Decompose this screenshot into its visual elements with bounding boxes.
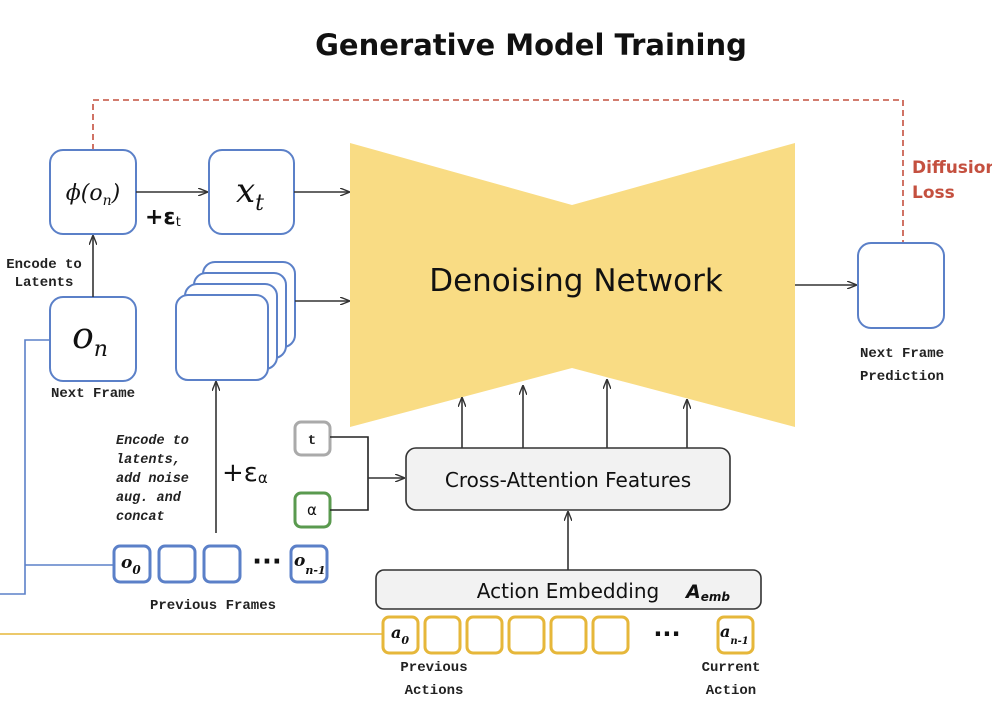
previous-actions-label-1: Previous (400, 660, 467, 676)
eps-alpha-label: +εα (222, 458, 268, 488)
current-action-box (716, 615, 755, 655)
cross-to-network-arrows (462, 380, 687, 448)
prediction-label-1: Next Frame (860, 346, 944, 362)
svg-text:add noise: add noise (116, 472, 189, 487)
on-label: on (72, 316, 108, 362)
previous-actions (381, 615, 755, 655)
svg-text:concat: concat (116, 510, 165, 525)
xt-label: xt (236, 171, 264, 216)
cross-attention-box (405, 447, 731, 511)
action-first-label: a0 (391, 623, 409, 647)
diffusion-loss-line (92, 99, 904, 243)
encode-label-2: Latents (15, 275, 74, 291)
timestep-box (293, 420, 332, 457)
frames-ellipsis: ··· (252, 547, 282, 577)
diagram-title: Generative Model Training (315, 28, 747, 62)
timestep-label: t (308, 433, 316, 449)
svg-text:aug. and: aug. and (116, 491, 182, 506)
aemb-label: Aemb (684, 581, 730, 604)
action-embedding-box (375, 569, 762, 610)
next-frame-label: Next Frame (51, 386, 135, 402)
eps-t-label: +εt (145, 205, 181, 230)
current-action-label-2: Action (706, 683, 756, 699)
previous-frames (112, 544, 329, 584)
encode-label-1: Encode to (6, 257, 82, 273)
conditioning-connector (330, 436, 369, 511)
actions-ellipsis: ··· (653, 620, 680, 648)
frame-first-label: o0 (121, 553, 141, 577)
prediction-box (857, 242, 945, 329)
latent-label: ϕ(on) (66, 181, 120, 209)
action-embedding-label: Action Embedding (477, 579, 659, 603)
previous-actions-label-2: Actions (405, 683, 464, 699)
network-label: Denoising Network (429, 263, 723, 299)
frame-last-label: on-1 (294, 551, 326, 577)
previous-frames-label: Previous Frames (150, 598, 276, 614)
encode-concat-label: Encode to latents, add noise aug. and co… (116, 434, 189, 525)
svg-text:Encode to: Encode to (116, 434, 189, 449)
diffusion-loss-label-2: Loss (912, 183, 955, 203)
current-action-label-1: Current (702, 660, 761, 676)
denoising-network (350, 143, 795, 427)
frame-connector (0, 339, 113, 595)
action-last-label: an-1 (720, 622, 749, 647)
svg-text:latents,: latents, (116, 453, 181, 468)
stacked-latents (175, 261, 296, 381)
prediction-label-2: Prediction (860, 369, 944, 385)
cross-attention-label: Cross-Attention Features (445, 468, 691, 492)
diffusion-loss-label-1: Diffusion (912, 158, 992, 178)
alpha-label: α (307, 501, 317, 519)
